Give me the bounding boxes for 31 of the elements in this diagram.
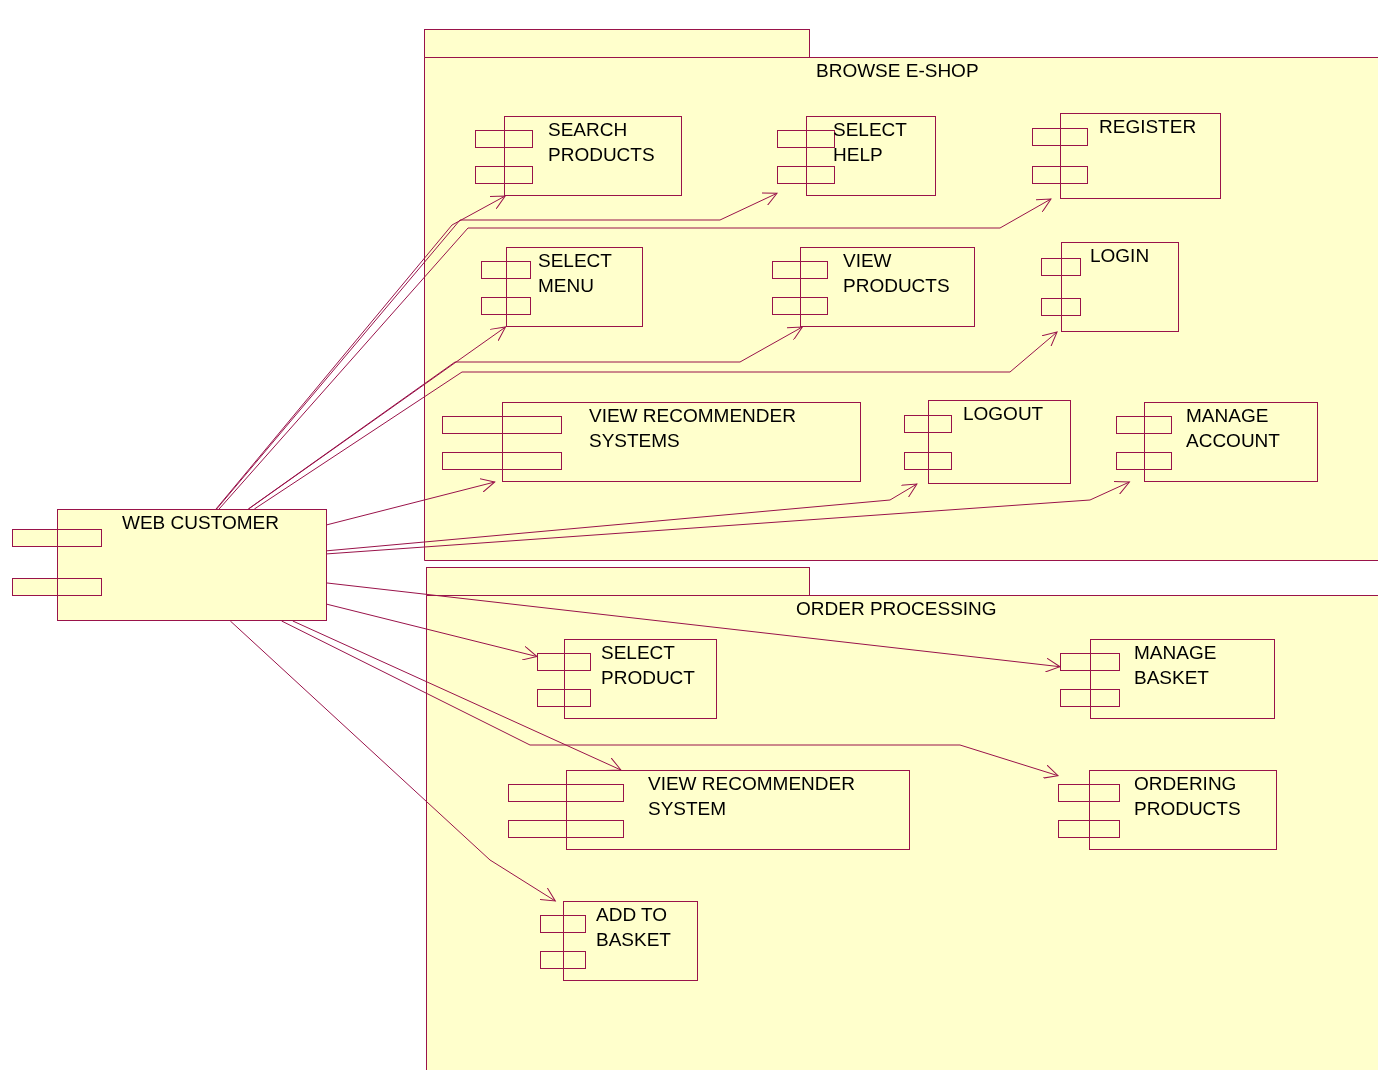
- arrow: [281, 620, 1059, 779]
- component-label: SELECT PRODUCT: [601, 641, 696, 690]
- component-label: WEB CUSTOMER: [122, 511, 280, 535]
- arrow: [229, 620, 556, 902]
- arrow: [326, 478, 496, 526]
- component-label: MANAGE BASKET: [1134, 641, 1218, 690]
- component-label: SELECT MENU: [538, 249, 613, 298]
- component-label: ADD TO BASKET: [596, 903, 672, 952]
- arrow: [326, 483, 918, 552]
- component-label: VIEW RECOMMENDER SYSTEMS: [589, 404, 797, 453]
- component-label: VIEW RECOMMENDER SYSTEM: [648, 772, 856, 821]
- arrow: [216, 192, 778, 510]
- component-label: ORDERING PRODUCTS: [1134, 772, 1242, 821]
- component-label: LOGOUT: [963, 402, 1045, 426]
- package-title: ORDER PROCESSING: [796, 598, 997, 620]
- arrow: [218, 198, 1052, 510]
- arrow: [247, 326, 803, 510]
- component-label: SEARCH PRODUCTS: [548, 118, 656, 167]
- component-label: MANAGE ACCOUNT: [1186, 404, 1281, 453]
- component-label: REGISTER: [1099, 115, 1198, 139]
- component-label: SELECT HELP: [833, 118, 908, 167]
- arrow: [248, 326, 507, 510]
- arrow: [326, 480, 1130, 555]
- arrow: [292, 620, 622, 772]
- package-title: BROWSE E-SHOP: [816, 60, 979, 82]
- component-label: VIEW PRODUCTS: [843, 249, 951, 298]
- arrow: [326, 603, 538, 661]
- arrow: [326, 582, 1061, 673]
- component-label: LOGIN: [1090, 244, 1151, 268]
- arrow: [253, 331, 1058, 510]
- arrow: [215, 195, 506, 510]
